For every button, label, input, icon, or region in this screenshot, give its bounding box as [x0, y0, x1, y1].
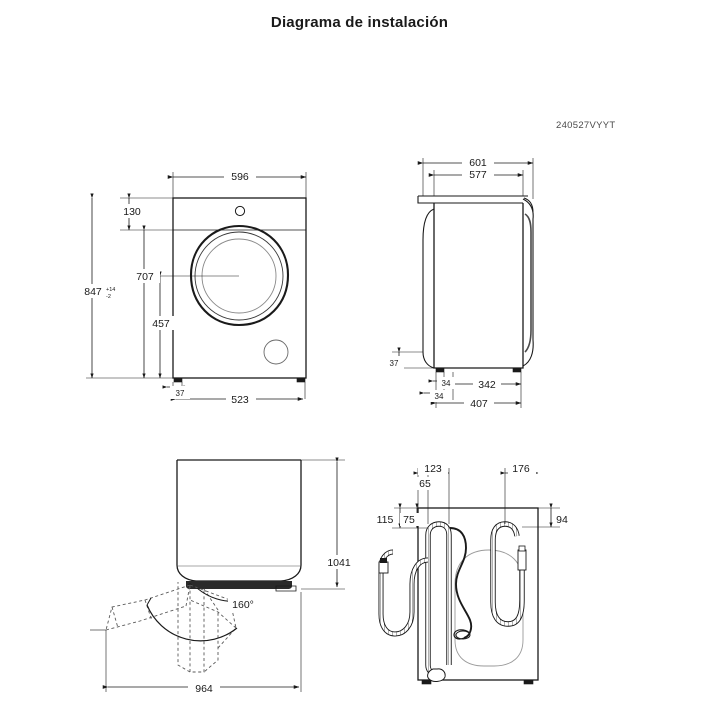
- dim-swing-depth-open: 1041: [327, 557, 351, 569]
- dim-front-door-axis-height: 457: [152, 318, 170, 330]
- rear-view: [378, 468, 560, 685]
- dim-front-tolerance-lower: -2: [106, 294, 111, 300]
- dim-front-tolerance-upper: +14: [106, 287, 115, 293]
- front-dimension-labels: 596 130 707 847 +14 -2 457 37 523: [80, 169, 256, 406]
- dim-rear-drain-offset: 176: [512, 463, 530, 475]
- dim-front-foot-offset: 37: [176, 389, 185, 398]
- dim-side-depth-base: 407: [470, 398, 488, 410]
- dim-front-door-center-height: 707: [136, 271, 154, 283]
- door-swing-view: [90, 457, 345, 692]
- dim-side-depth-body: 577: [469, 169, 487, 181]
- dim-front-feet-span: 523: [231, 394, 249, 406]
- dim-side-foot-inset-a: 34: [442, 379, 451, 388]
- drawing-code: 240527VYYT: [556, 120, 616, 131]
- page-title: Diagrama de instalación: [270, 14, 449, 31]
- dim-swing-width-open: 964: [195, 683, 213, 695]
- dim-front-panel-height: 130: [123, 206, 141, 218]
- dim-rear-height-outer: 115: [377, 514, 394, 526]
- side-view: [392, 158, 534, 408]
- dim-rear-inlet-offset-outer: 123: [424, 463, 442, 475]
- swing-dimension-labels: 1041 964 160°: [188, 555, 356, 695]
- dim-rear-height-inner: 75: [403, 514, 415, 526]
- dim-rear-inlet-offset-inner: 65: [419, 478, 431, 490]
- dim-side-depth-door: 601: [469, 157, 487, 169]
- dim-swing-door-angle: 160°: [232, 599, 254, 611]
- rear-dimension-labels: 123 65 176 115 75 94: [372, 462, 573, 526]
- dim-rear-drain-height: 94: [556, 514, 568, 526]
- dim-side-foot-inset-b: 34: [435, 392, 444, 401]
- side-dimension-labels: 601 577 37 34 34 342 407: [384, 155, 501, 410]
- dim-side-feet-span: 342: [478, 379, 496, 391]
- dim-front-total-height: 847: [84, 286, 102, 298]
- dim-front-width: 596: [231, 171, 249, 183]
- dim-side-rear-foot-offset: 37: [390, 359, 399, 368]
